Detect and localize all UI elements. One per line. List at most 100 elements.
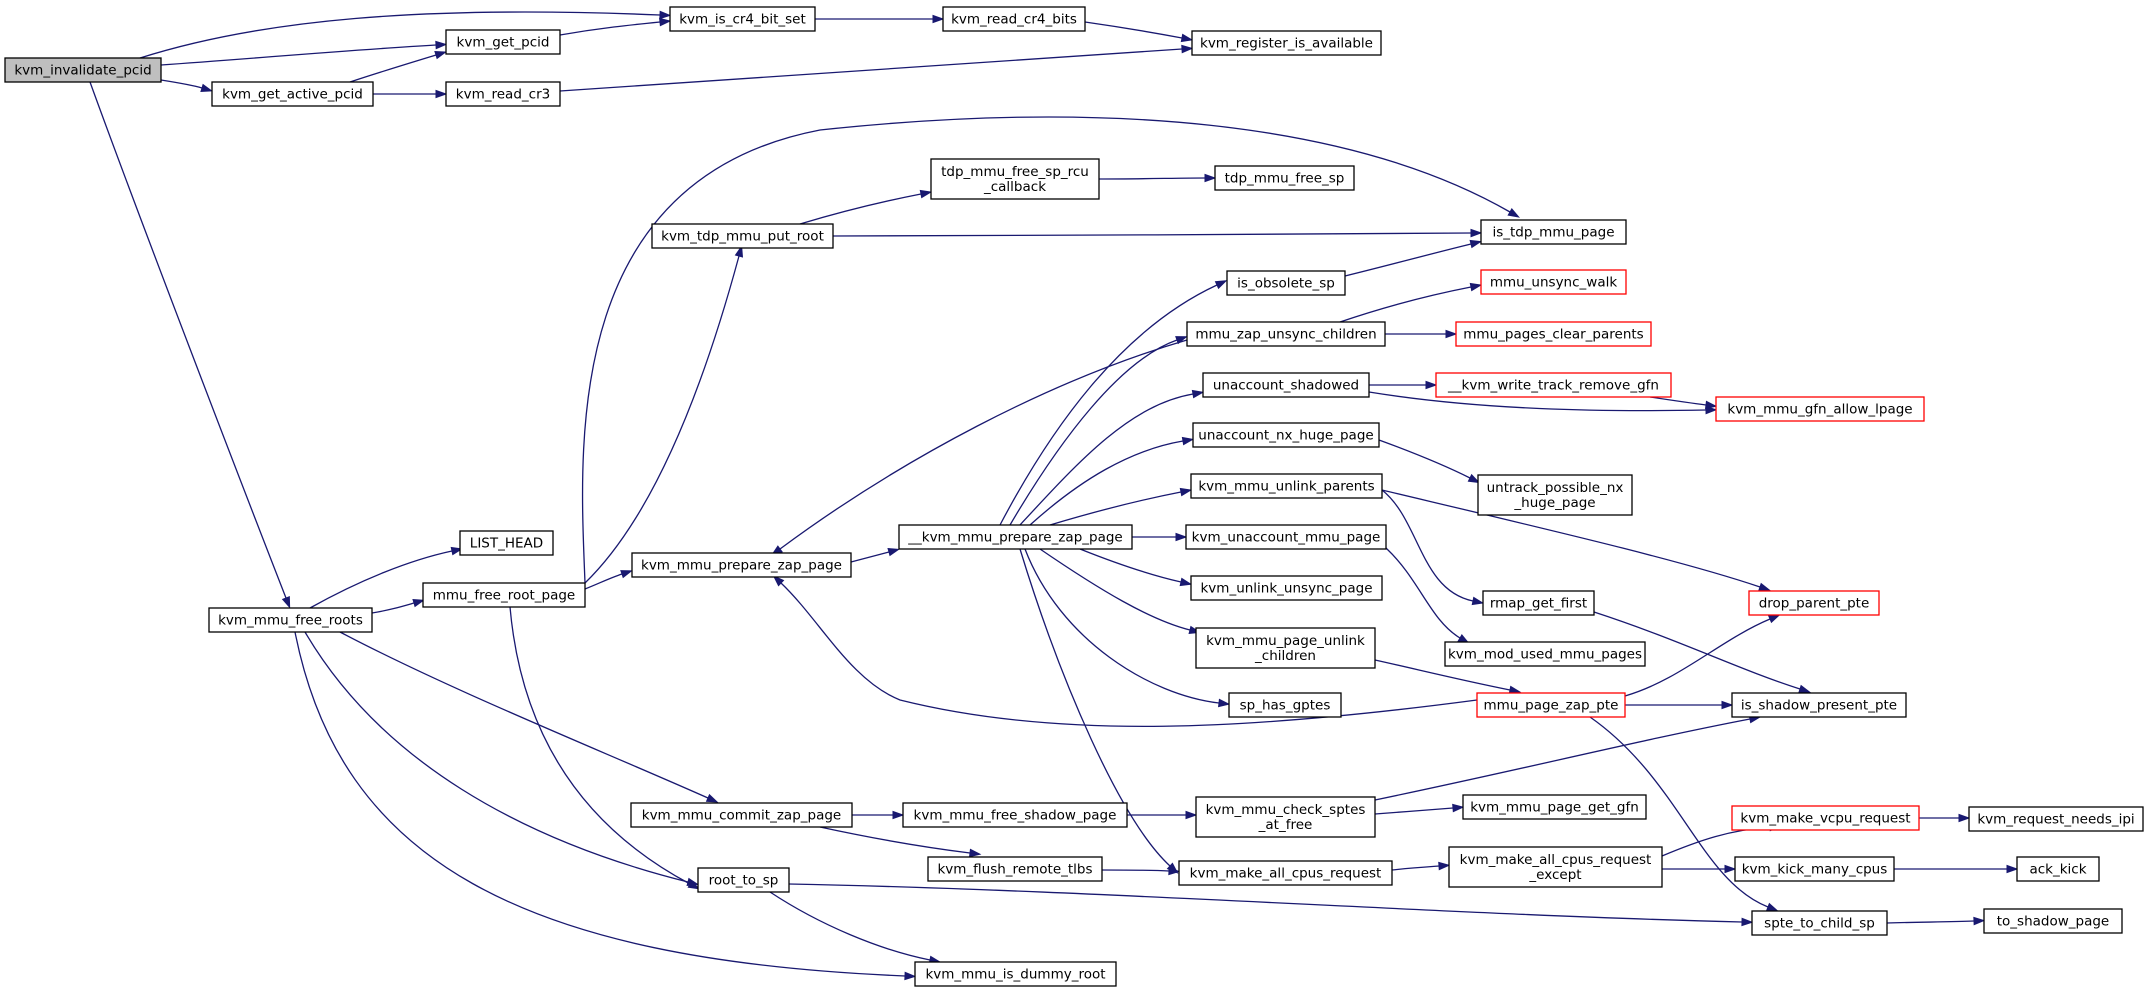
- function-node-kvm-mmu-unlink-parents[interactable]: kvm_mmu_unlink_parents: [1190, 473, 1383, 499]
- function-node-ack-kick[interactable]: ack_kick: [2016, 856, 2100, 882]
- node-box[interactable]: [1228, 692, 1342, 718]
- node-box[interactable]: [1482, 590, 1595, 616]
- node-box[interactable]: [902, 802, 1128, 828]
- node-box[interactable]: [651, 223, 834, 249]
- node-box[interactable]: [1748, 590, 1880, 616]
- node-box[interactable]: [1444, 641, 1646, 667]
- function-node-kvm-get-active-pcid[interactable]: kvm_get_active_pcid: [211, 81, 374, 107]
- function-node-kvm-kick-many-cpus[interactable]: kvm_kick_many_cpus: [1734, 856, 1895, 882]
- function-node-kvm-unlink-unsync-page[interactable]: kvm_unlink_unsync_page: [1190, 575, 1383, 601]
- function-node-is-shadow-present-pte[interactable]: is_shadow_present_pte: [1731, 692, 1907, 718]
- function-node-kvm-tdp-mmu-put-root[interactable]: kvm_tdp_mmu_put_root: [651, 223, 834, 249]
- node-box[interactable]: [1480, 269, 1627, 295]
- node-box[interactable]: [1195, 796, 1376, 838]
- function-node-kvm-mmu-commit-zap-page[interactable]: kvm_mmu_commit_zap_page: [630, 802, 853, 828]
- node-box[interactable]: [1751, 910, 1888, 936]
- node-box[interactable]: [1968, 806, 2144, 832]
- function-node-tdp-mmu-free-sp[interactable]: tdp_mmu_free_sp: [1214, 165, 1355, 191]
- node-box[interactable]: [1731, 805, 1920, 831]
- node-box[interactable]: [1192, 422, 1380, 448]
- node-box[interactable]: [1983, 908, 2123, 934]
- function-node-spte-to-child-sp[interactable]: spte_to_child_sp: [1751, 910, 1888, 936]
- function-node-tdp-mmu-free-sp-rcu-callback[interactable]: tdp_mmu_free_sp_rcu_callback: [930, 158, 1100, 200]
- function-node-kvm-read-cr4-bits[interactable]: kvm_read_cr4_bits: [942, 6, 1086, 32]
- node-box[interactable]: [1186, 321, 1386, 347]
- function-node-kvm-write-track-remove-gfn[interactable]: __kvm_write_track_remove_gfn: [1435, 372, 1672, 398]
- function-node-kvm-mod-used-mmu-pages[interactable]: kvm_mod_used_mmu_pages: [1444, 641, 1646, 667]
- function-node-is-tdp-mmu-page[interactable]: is_tdp_mmu_page: [1480, 219, 1627, 245]
- node-box[interactable]: [1190, 473, 1383, 499]
- function-node-kvm-unaccount-mmu-page[interactable]: kvm_unaccount_mmu_page: [1185, 524, 1387, 550]
- function-node-kvm-mmu-prepare-zap-page[interactable]: kvm_mmu_prepare_zap_page: [631, 552, 852, 578]
- node-box[interactable]: [459, 530, 554, 556]
- node-box[interactable]: [697, 867, 790, 893]
- function-node-untrack-possible-nx-huge-page[interactable]: untrack_possible_nx_huge_page: [1477, 474, 1633, 516]
- function-node-kvm-mmu-page-unlink-children[interactable]: kvm_mmu_page_unlink_children: [1195, 627, 1376, 669]
- node-box[interactable]: [1190, 575, 1383, 601]
- node-box[interactable]: [211, 81, 374, 107]
- function-node-kvm-mmu-prepare-zap-page-inner[interactable]: __kvm_mmu_prepare_zap_page: [898, 524, 1133, 550]
- function-node-kvm-mmu-page-get-gfn[interactable]: kvm_mmu_page_get_gfn: [1462, 794, 1647, 820]
- node-box[interactable]: [1435, 372, 1672, 398]
- node-box[interactable]: [898, 524, 1133, 550]
- node-box[interactable]: [927, 856, 1103, 882]
- function-node-mmu-free-root-page[interactable]: mmu_free_root_page: [422, 582, 586, 608]
- function-node-unaccount-shadowed[interactable]: unaccount_shadowed: [1202, 372, 1370, 398]
- node-box[interactable]: [630, 802, 853, 828]
- function-node-kvm-mmu-free-roots[interactable]: kvm_mmu_free_roots: [208, 607, 373, 633]
- function-node-kvm-get-pcid[interactable]: kvm_get_pcid: [445, 29, 561, 55]
- node-box[interactable]: [1462, 794, 1647, 820]
- function-node-kvm-mmu-free-shadow-page[interactable]: kvm_mmu_free_shadow_page: [902, 802, 1128, 828]
- function-node-mmu-unsync-walk[interactable]: mmu_unsync_walk: [1480, 269, 1627, 295]
- node-box[interactable]: [930, 158, 1100, 200]
- function-node-kvm-make-all-cpus-request-except[interactable]: kvm_make_all_cpus_request_except: [1448, 846, 1663, 888]
- function-node-kvm-request-needs-ipi[interactable]: kvm_request_needs_ipi: [1968, 806, 2144, 832]
- function-node-sp-has-gptes[interactable]: sp_has_gptes: [1228, 692, 1342, 718]
- node-box[interactable]: [1448, 846, 1663, 888]
- function-node-unaccount-nx-huge-page[interactable]: unaccount_nx_huge_page: [1192, 422, 1380, 448]
- node-box[interactable]: [669, 6, 816, 32]
- node-box[interactable]: [1731, 692, 1907, 718]
- node-box[interactable]: [4, 57, 162, 83]
- function-node-kvm-is-cr4-bit-set[interactable]: kvm_is_cr4_bit_set: [669, 6, 816, 32]
- function-node-kvm-read-cr3[interactable]: kvm_read_cr3: [445, 81, 561, 107]
- function-node-kvm-mmu-is-dummy-root[interactable]: kvm_mmu_is_dummy_root: [914, 961, 1117, 987]
- node-box[interactable]: [1178, 860, 1393, 886]
- function-node-kvm-mmu-check-sptes-at-free[interactable]: kvm_mmu_check_sptes_at_free: [1195, 796, 1376, 838]
- node-box[interactable]: [1185, 524, 1387, 550]
- node-box[interactable]: [1214, 165, 1355, 191]
- node-box[interactable]: [2016, 856, 2100, 882]
- node-box[interactable]: [1191, 30, 1382, 56]
- function-node-mmu-page-zap-pte[interactable]: mmu_page_zap_pte: [1476, 692, 1626, 718]
- function-node-kvm-mmu-gfn-allow-lpage[interactable]: kvm_mmu_gfn_allow_lpage: [1715, 396, 1925, 422]
- function-node-to-shadow-page[interactable]: to_shadow_page: [1983, 908, 2123, 934]
- function-node-kvm-flush-remote-tlbs[interactable]: kvm_flush_remote_tlbs: [927, 856, 1103, 882]
- node-box[interactable]: [942, 6, 1086, 32]
- function-node-LIST-HEAD[interactable]: LIST_HEAD: [459, 530, 554, 556]
- node-box[interactable]: [1476, 692, 1626, 718]
- function-node-is-obsolete-sp[interactable]: is_obsolete_sp: [1226, 270, 1346, 296]
- function-node-drop-parent-pte[interactable]: drop_parent_pte: [1748, 590, 1880, 616]
- node-box[interactable]: [1195, 627, 1376, 669]
- node-box[interactable]: [1455, 321, 1652, 347]
- function-node-kvm-make-vcpu-request[interactable]: kvm_make_vcpu_request: [1731, 805, 1920, 831]
- function-node-mmu-zap-unsync-children[interactable]: mmu_zap_unsync_children: [1186, 321, 1386, 347]
- node-box[interactable]: [631, 552, 852, 578]
- node-box[interactable]: [445, 81, 561, 107]
- node-box[interactable]: [1477, 474, 1633, 516]
- node-box[interactable]: [1202, 372, 1370, 398]
- node-box[interactable]: [1734, 856, 1895, 882]
- node-box[interactable]: [445, 29, 561, 55]
- function-node-kvm-register-is-available[interactable]: kvm_register_is_available: [1191, 30, 1382, 56]
- node-box[interactable]: [208, 607, 373, 633]
- function-node-rmap-get-first[interactable]: rmap_get_first: [1482, 590, 1595, 616]
- function-node-root-to-sp[interactable]: root_to_sp: [697, 867, 790, 893]
- node-box[interactable]: [914, 961, 1117, 987]
- node-box[interactable]: [1480, 219, 1627, 245]
- node-box[interactable]: [1226, 270, 1346, 296]
- function-node-kvm-invalidate-pcid[interactable]: kvm_invalidate_pcid: [4, 57, 162, 83]
- node-box[interactable]: [1715, 396, 1925, 422]
- function-node-kvm-make-all-cpus-request[interactable]: kvm_make_all_cpus_request: [1178, 860, 1393, 886]
- function-node-mmu-pages-clear-parents[interactable]: mmu_pages_clear_parents: [1455, 321, 1652, 347]
- node-box[interactable]: [422, 582, 586, 608]
